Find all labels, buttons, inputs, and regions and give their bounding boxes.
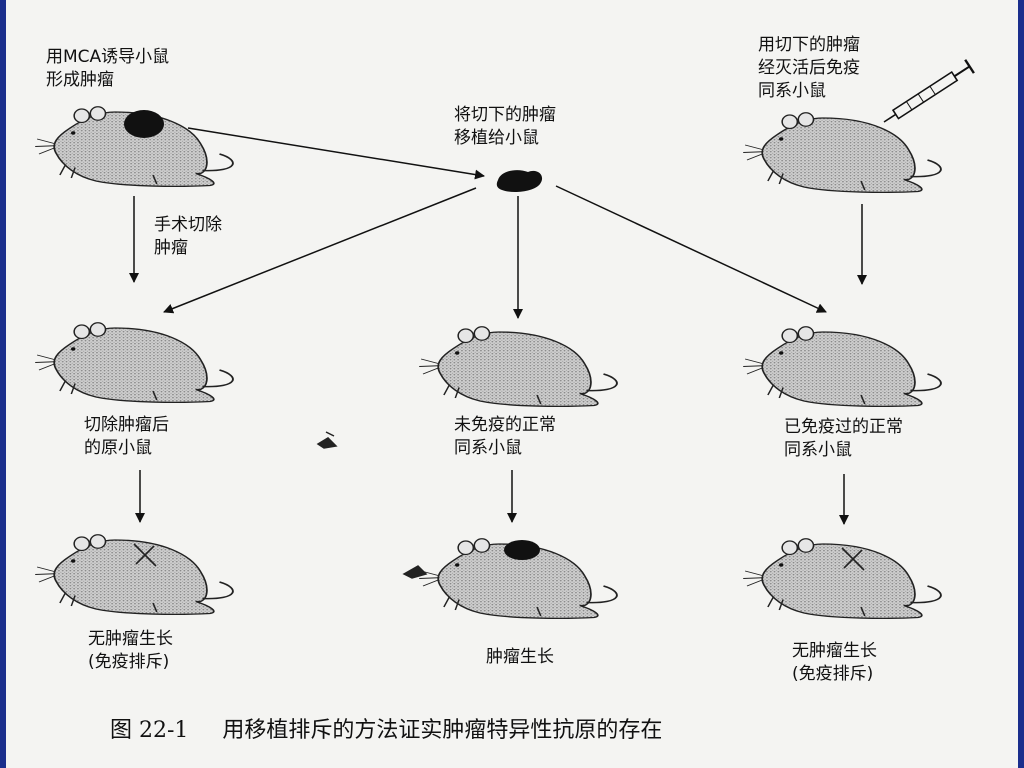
mouse-tumor-growth <box>418 537 618 620</box>
label-surgical-removal: 手术切除肿瘤 <box>154 215 222 258</box>
arrow-tumor-to-transplant <box>187 127 485 180</box>
label-immunized: 已免疫过的正常同系小鼠 <box>784 417 903 460</box>
mouse-mca-tumor <box>34 105 234 188</box>
figure-caption: 图 22-1 用移植排斥的方法证实肿瘤特异性抗原的存在 <box>110 712 662 744</box>
arrow-transplant-to-original <box>163 187 477 314</box>
arrow-transplant-to-immunized <box>555 185 827 313</box>
excised-tumor <box>496 170 543 192</box>
label-unimmunized: 未免疫的正常同系小鼠 <box>454 415 556 458</box>
label-inactivated-immunize: 用切下的肿瘤经灭活后免疫同系小鼠 <box>758 35 860 101</box>
mouse-no-growth-right <box>742 537 942 620</box>
diagram-canvas <box>34 59 975 620</box>
label-transplant: 将切下的肿瘤移植给小鼠 <box>454 105 556 148</box>
tumor-mass <box>124 110 164 138</box>
figure-number: 图 22-1 <box>110 718 189 743</box>
label-mca-induce: 用MCA诱导小鼠形成肿瘤 <box>46 47 170 90</box>
rejection-mark <box>841 547 865 571</box>
label-original-mouse: 切除肿瘤后的原小鼠 <box>84 415 169 458</box>
scan-speck <box>316 431 338 449</box>
syringe-icon <box>883 59 975 123</box>
label-no-growth-right: 无肿瘤生长(免疫排斥) <box>792 641 877 684</box>
label-tumor-growth: 肿瘤生长 <box>486 647 554 667</box>
label-no-growth-left: 无肿瘤生长(免疫排斥) <box>88 629 173 672</box>
mouse-unimmunized <box>418 325 618 408</box>
scan-speck <box>402 565 428 579</box>
rejection-mark <box>133 543 157 567</box>
mouse-no-growth-left <box>34 533 234 616</box>
tumor-mass <box>504 540 540 560</box>
slide-page: 用MCA诱导小鼠形成肿瘤 将切下的肿瘤移植给小鼠 用切下的肿瘤经灭活后免疫同系小… <box>6 0 1018 768</box>
mouse-immunized <box>742 325 942 408</box>
mouse-immunize-source <box>742 111 942 194</box>
mouse-original <box>34 321 234 404</box>
figure-caption-text: 用移植排斥的方法证实肿瘤特异性抗原的存在 <box>222 718 663 743</box>
